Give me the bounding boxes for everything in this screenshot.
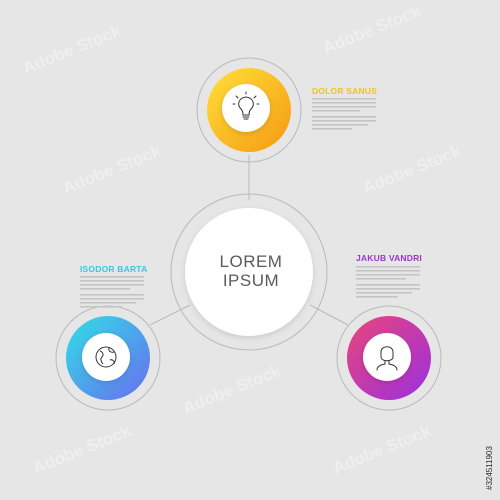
- globe-icon: [95, 346, 117, 368]
- text-block-right: [356, 266, 420, 298]
- text-block-top: [312, 98, 376, 130]
- stock-id-label: #324511903: [485, 446, 494, 490]
- item-title-right: JAKUB VANDRI: [356, 253, 422, 263]
- item-title-top: DOLOR SANUS: [312, 86, 378, 96]
- node-top-white-disc: [222, 84, 270, 132]
- node-right-white-disc: [363, 333, 411, 381]
- node-top: [196, 57, 302, 163]
- center-label: LOREM IPSUM: [186, 252, 316, 290]
- center-circle: [185, 208, 313, 336]
- center-node: [170, 193, 328, 351]
- connector-left: [149, 304, 191, 326]
- person-icon: [376, 346, 398, 371]
- node-right: [336, 305, 442, 411]
- lightbulb-icon: [232, 91, 260, 120]
- node-top-ring: [196, 57, 302, 163]
- node-left-white-disc: [82, 333, 130, 381]
- center-outer-ring: [170, 193, 328, 351]
- connector-right: [309, 304, 349, 326]
- center-label-line2: IPSUM: [222, 271, 280, 290]
- node-left: [55, 305, 161, 411]
- node-right-ring: [336, 305, 442, 411]
- center-label-line1: LOREM: [219, 252, 283, 271]
- item-title-left: ISODOR BARTA: [80, 264, 148, 274]
- text-block-left: [80, 276, 144, 308]
